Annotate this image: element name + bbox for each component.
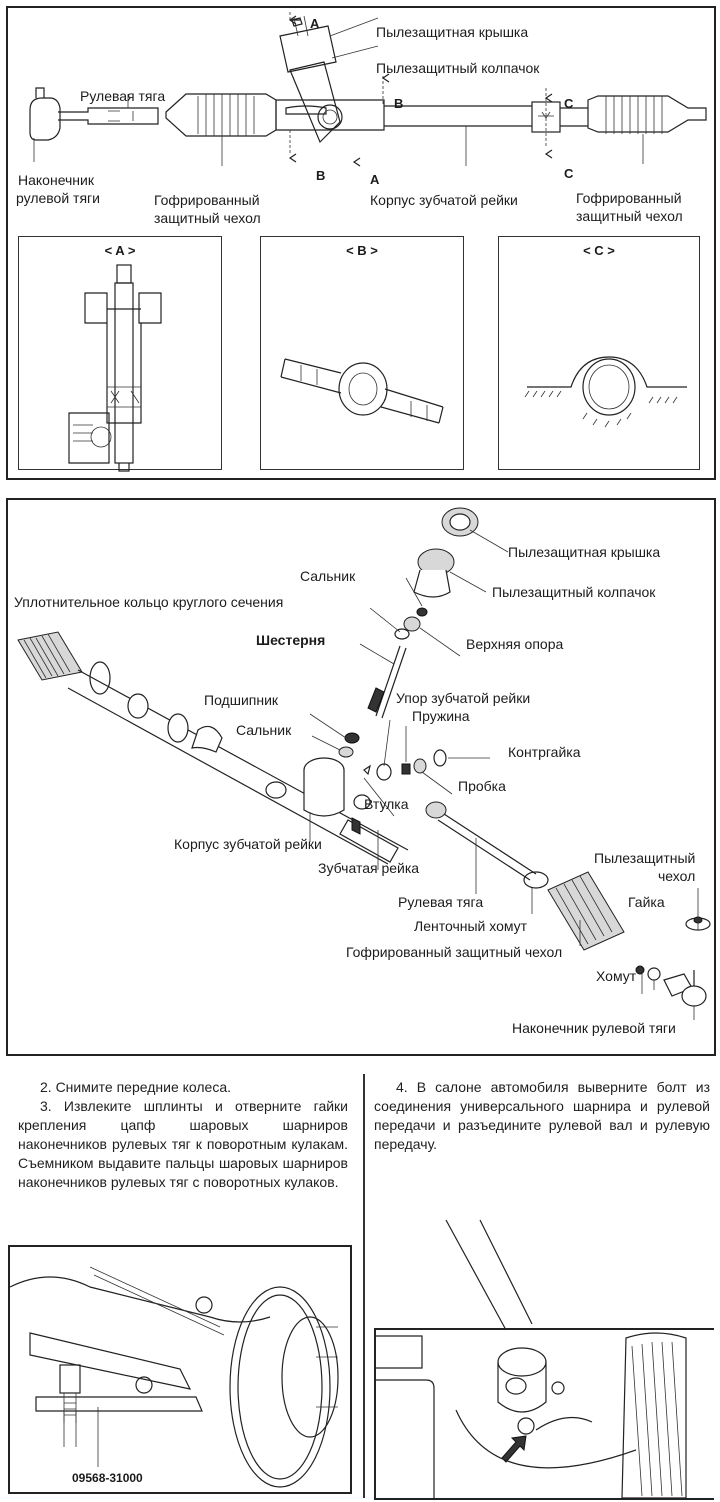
section-b-marker-bottom: B	[316, 168, 326, 183]
figure-rack-assembly: A B C B A C Пылезащитная крышка Пылезащи…	[6, 6, 716, 480]
figure-ball-joint-puller: 09568-31000	[8, 1245, 352, 1494]
label-tie-rod-end-2: рулевой тяги	[16, 190, 100, 206]
detail-c-panel: < C >	[498, 236, 700, 470]
tool-number-label: 09568-31000	[72, 1471, 143, 1485]
label-oil-seal-top: Сальник	[300, 568, 356, 584]
label-tie-rod-end-1: Наконечник	[18, 172, 94, 188]
label-dust-boot-2: чехол	[658, 868, 696, 884]
section-a-marker-bottom: A	[370, 172, 380, 187]
label-nut: Гайка	[628, 894, 665, 910]
universal-joint-drawing	[376, 1219, 687, 1499]
step-4: 4. В салоне автомобиля выверните болт из…	[374, 1079, 710, 1152]
label-tie-rod: Рулевая тяга	[398, 894, 484, 910]
label-dust-cap: Пылезащитный колпачок	[492, 584, 656, 600]
detail-b-panel: < B >	[260, 236, 464, 470]
label-dust-cover: Пылезащитная крышка	[508, 544, 661, 560]
rack-assembly-drawing	[29, 12, 707, 167]
section-c-marker-bottom: C	[564, 166, 574, 181]
figure-universal-joint	[374, 1219, 714, 1500]
label-rack-housing: Корпус зубчатой рейки	[174, 836, 322, 852]
label-clamp: Хомут	[596, 968, 637, 984]
section-c-marker-top: C	[564, 96, 574, 111]
label-rack: Зубчатая рейка	[318, 860, 420, 876]
label-spring: Пружина	[412, 708, 470, 724]
label-dust-cap: Пылезащитный колпачок	[376, 60, 540, 76]
label-upper-support: Верхняя опора	[466, 636, 564, 652]
puller-drawing	[9, 1266, 339, 1488]
step-3: 3. Извлеките шплинты и отверните гайки к…	[18, 1098, 348, 1190]
label-pinion: Шестерня	[256, 632, 326, 648]
label-boot-right-1: Гофрированный	[576, 190, 682, 206]
label-rack-stop: Упор зубчатой рейки	[396, 690, 531, 706]
label-rack-housing: Корпус зубчатой рейки	[370, 192, 518, 208]
detail-b-drawing	[280, 358, 444, 424]
label-boot-left-1: Гофрированный	[154, 192, 260, 208]
detail-c-drawing	[524, 356, 687, 428]
label-lock-nut: Контргайка	[508, 744, 581, 760]
detail-a-drawing	[68, 264, 162, 472]
label-dust-boot-1: Пылезащитный	[594, 850, 696, 866]
instructions-right: 4. В салоне автомобиля выверните болт из…	[374, 1078, 710, 1154]
detail-a-panel: < A >	[18, 236, 222, 472]
label-bearing: Подшипник	[204, 692, 279, 708]
label-oil-seal: Сальник	[236, 722, 292, 738]
label-plug: Пробка	[458, 778, 506, 794]
label-boot-right-2: защитный чехол	[576, 208, 683, 224]
section-b-marker-top: B	[394, 96, 404, 111]
label-boot-left-2: защитный чехол	[154, 210, 261, 226]
label-tie-rod-end: Наконечник рулевой тяги	[512, 1020, 676, 1036]
label-tie-rod: Рулевая тяга	[80, 88, 166, 104]
column-divider	[363, 1074, 365, 1498]
label-bellows-boot: Гофрированный защитный чехол	[346, 944, 563, 960]
label-band-clamp: Ленточный хомут	[414, 918, 528, 934]
label-bushing: Втулка	[364, 796, 409, 812]
detail-c-title: < C >	[583, 243, 615, 258]
exploded-view-drawing	[17, 507, 711, 1020]
detail-a-title: < A >	[104, 243, 136, 258]
detail-b-title: < B >	[346, 243, 378, 258]
step-2: 2. Снимите передние колеса.	[40, 1079, 232, 1095]
label-dust-cover: Пылезащитная крышка	[376, 24, 529, 40]
label-o-ring: Уплотнительное кольцо круглого сечения	[14, 594, 284, 610]
instructions-left: 2. Снимите передние колеса. 3. Извлеките…	[18, 1078, 348, 1192]
figure-exploded-view: Пылезащитная крышка Пылезащитный колпачо…	[6, 498, 716, 1056]
section-a-marker-top: A	[310, 16, 320, 31]
